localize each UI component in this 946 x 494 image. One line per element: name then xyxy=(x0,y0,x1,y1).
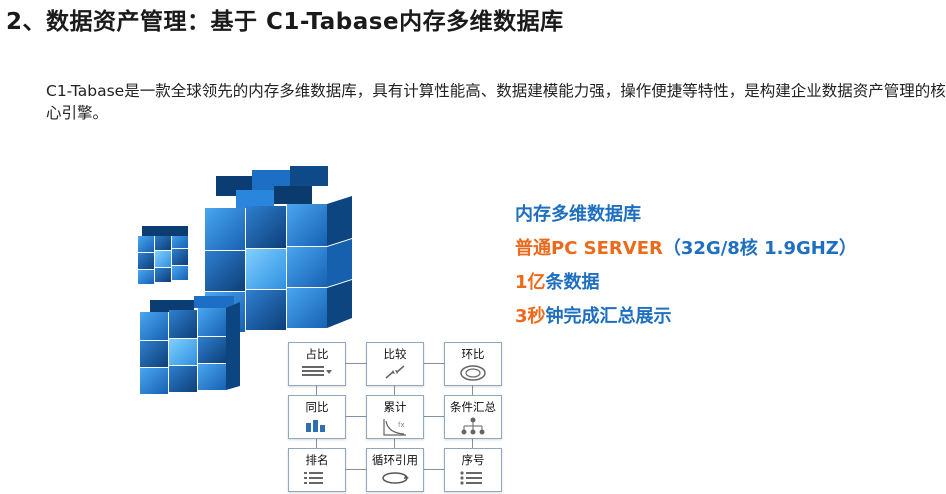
medium-cube xyxy=(140,296,240,394)
function-share: 占比 xyxy=(288,342,346,386)
svg-text:fx: fx xyxy=(398,421,405,429)
fx-curve-icon: fx xyxy=(383,419,406,436)
ring-icon xyxy=(460,365,486,381)
highlight-records: 1亿条数据 xyxy=(515,266,857,300)
compare-arrows-icon xyxy=(385,365,405,379)
highlight-server: 普通PC SERVER（32G/8核 1.9GHZ） xyxy=(515,232,857,266)
highlight-memory-db: 内存多维数据库 xyxy=(515,198,857,232)
function-compare: 比较 xyxy=(366,342,424,386)
intro-paragraph: C1-Tabase是一款全球领先的内存多维数据库，具有计算性能高、数据建模能力强… xyxy=(46,82,946,122)
function-compare-label: 比较 xyxy=(383,347,407,361)
highlight-records-count: 1亿 xyxy=(515,272,546,293)
loop-icon xyxy=(382,472,409,484)
highlight-speed-time: 3秒 xyxy=(515,306,546,327)
rank-list-icon xyxy=(304,472,323,484)
function-yoy-label: 同比 xyxy=(305,400,329,414)
bar-list-icon xyxy=(302,366,332,376)
function-conditional-sum: 条件汇总 xyxy=(444,395,502,439)
highlight-records-text: 条数据 xyxy=(545,272,600,293)
function-cumulative: 累计 fx xyxy=(366,395,424,439)
highlight-speed: 3秒钟完成汇总展示 xyxy=(515,300,857,334)
numbered-list-icon xyxy=(460,471,482,485)
page-title: 2、数据资产管理：基于 C1-Tabase内存多维数据库 xyxy=(6,9,564,35)
function-cumulative-label: 累计 xyxy=(383,400,407,414)
function-grid: 占比 比较 环比 同比 累计 fx xyxy=(280,338,502,494)
highlight-server-spec: （32G/8核 1.9GHZ） xyxy=(662,238,857,259)
highlight-server-name: 普通PC SERVER xyxy=(515,238,663,259)
function-rank-label: 排名 xyxy=(305,453,329,467)
large-cube xyxy=(205,166,352,332)
function-serial-number-label: 序号 xyxy=(461,453,485,467)
function-conditional-sum-label: 条件汇总 xyxy=(450,400,496,414)
tree-icon xyxy=(461,417,485,435)
function-mom: 环比 xyxy=(444,342,502,386)
function-mom-label: 环比 xyxy=(461,347,485,361)
highlight-speed-text: 钟完成汇总展示 xyxy=(545,306,672,327)
highlight-memory-db-text: 内存多维数据库 xyxy=(515,204,641,225)
function-share-label: 占比 xyxy=(305,347,329,361)
function-yoy: 同比 xyxy=(288,395,346,439)
function-serial-number: 序号 xyxy=(444,448,502,492)
small-cube-top xyxy=(138,226,188,284)
small-bars-icon xyxy=(306,420,325,432)
data-cube-illustration xyxy=(138,166,352,394)
highlight-list: 内存多维数据库 普通PC SERVER（32G/8核 1.9GHZ） 1亿条数据… xyxy=(515,198,857,334)
function-circular-ref: 循环引用 xyxy=(366,448,424,492)
function-rank: 排名 xyxy=(288,448,346,492)
function-circular-ref-label: 循环引用 xyxy=(372,453,418,467)
